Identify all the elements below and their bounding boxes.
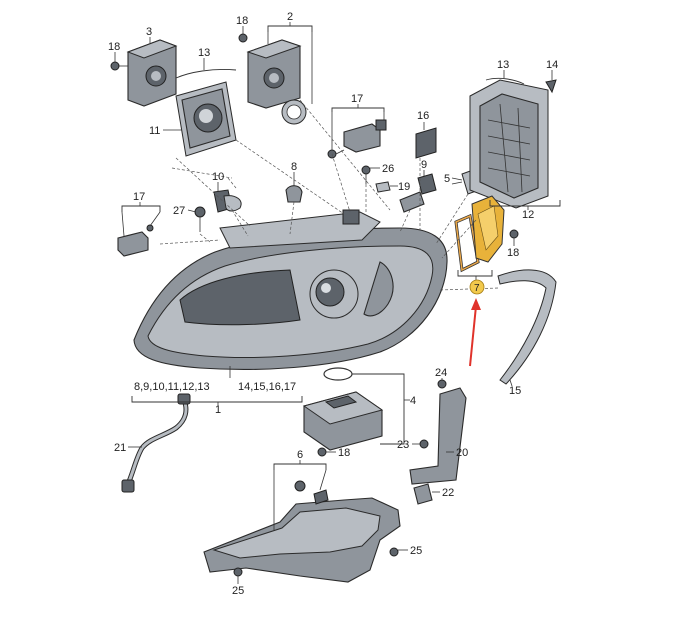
label-18-top-left: 18 xyxy=(108,41,120,53)
bracket-20 xyxy=(409,379,467,485)
label-17-left: 17 xyxy=(133,191,145,203)
label-7: 7 xyxy=(474,283,480,294)
wire-clip-13 xyxy=(175,69,237,79)
part-7-badge xyxy=(469,279,485,295)
assembly-guides xyxy=(159,99,499,291)
ballast-unit-left xyxy=(110,39,178,107)
label-25-right: 25 xyxy=(410,545,422,557)
label-1: 1 xyxy=(215,404,221,416)
cap-19 xyxy=(375,181,391,193)
label-18-right: 18 xyxy=(507,247,519,259)
control-unit-16 xyxy=(415,127,437,159)
label-11: 11 xyxy=(149,125,160,137)
label-3: 3 xyxy=(146,26,152,38)
ballast-unit-2 xyxy=(238,33,307,125)
label-20: 20 xyxy=(456,447,468,459)
clip-22 xyxy=(413,483,433,505)
headlight-housing xyxy=(133,209,448,370)
highlight-arrow xyxy=(469,298,481,367)
label-group-right: 14,15,16,17 xyxy=(238,381,296,393)
label-26: 26 xyxy=(382,163,394,175)
label-18-top: 18 xyxy=(236,15,248,27)
label-5: 5 xyxy=(444,173,450,185)
label-9: 9 xyxy=(421,159,427,171)
wire-harness-21 xyxy=(125,399,189,485)
part-labels: 1 2 3 4 5 6 7 8 9 10 11 12 13 13 14 15 1… xyxy=(108,11,558,597)
label-25-bottom: 25 xyxy=(232,585,244,597)
label-19: 19 xyxy=(398,181,410,193)
label-6: 6 xyxy=(297,449,303,461)
label-14: 14 xyxy=(546,59,558,71)
cover-cap-11 xyxy=(175,81,237,157)
label-27: 27 xyxy=(173,205,185,217)
label-group-left: 8,9,10,11,12,13 xyxy=(134,381,210,393)
label-13-right: 13 xyxy=(497,59,509,71)
label-12: 12 xyxy=(522,209,534,221)
label-23: 23 xyxy=(397,439,409,451)
rear-cover-12 xyxy=(469,77,557,209)
label-4: 4 xyxy=(410,395,416,407)
label-13-left: 13 xyxy=(198,47,210,59)
label-10: 10 xyxy=(212,171,224,183)
trim-strip-15 xyxy=(497,269,557,385)
bracket-17-top xyxy=(327,119,387,159)
screw-27 xyxy=(194,206,206,218)
leader-lines xyxy=(114,22,561,584)
label-22: 22 xyxy=(442,487,454,499)
label-17-top: 17 xyxy=(351,93,363,105)
label-15: 15 xyxy=(509,385,521,397)
seal-frame-7 xyxy=(454,195,505,273)
screw-18-right xyxy=(509,229,519,239)
bulb-10 xyxy=(213,189,242,213)
bulb-9 xyxy=(399,173,437,213)
label-8: 8 xyxy=(291,161,297,173)
label-24: 24 xyxy=(435,367,447,379)
cap-8 xyxy=(285,185,303,203)
bracket-17-left xyxy=(117,224,154,257)
label-21: 21 xyxy=(114,442,126,454)
label-16: 16 xyxy=(417,110,429,122)
control-module-4 xyxy=(302,367,384,457)
screw-26 xyxy=(361,165,371,175)
label-2: 2 xyxy=(287,11,293,23)
label-18-lower: 18 xyxy=(338,447,350,459)
lower-bracket-6 xyxy=(203,480,401,583)
